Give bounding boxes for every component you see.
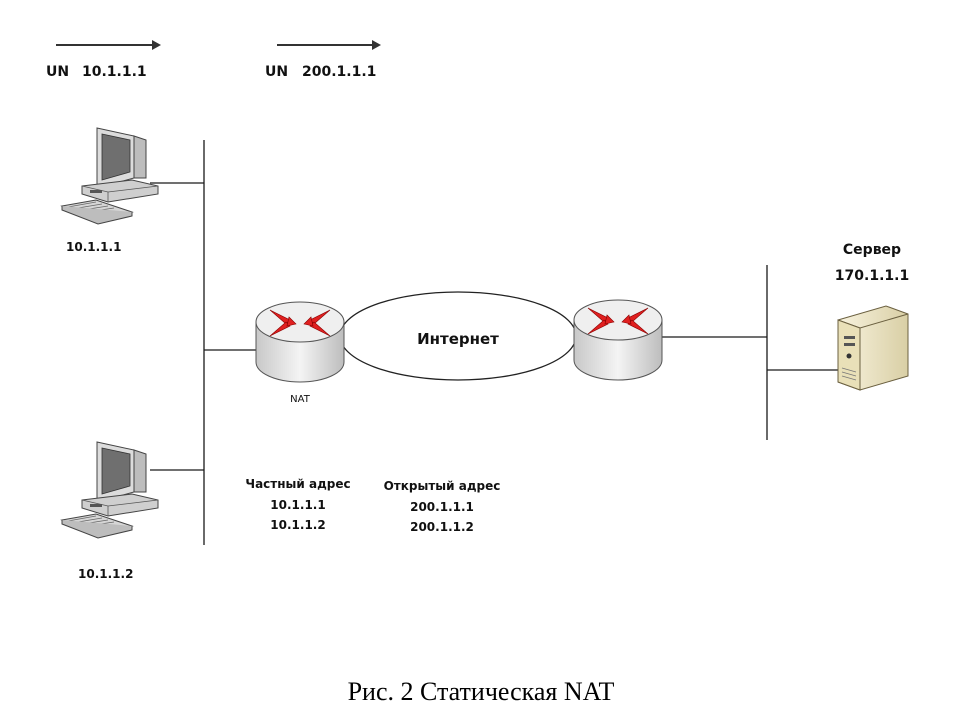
nat-router-icon xyxy=(255,301,345,383)
figure-caption: Рис. 2 Статическая NAT xyxy=(348,677,615,706)
computer-2-icon xyxy=(61,441,159,539)
private-address-header: Частный адрес xyxy=(245,477,350,491)
remote-router-icon xyxy=(573,299,663,381)
flow-arrow-2-address: 200.1.1.1 xyxy=(302,64,376,80)
computer-1-icon xyxy=(61,127,159,225)
server-icon xyxy=(837,305,909,391)
host-2-ip: 10.1.1.2 xyxy=(78,567,133,581)
nat-table: Частный адрес 10.1.1.1 10.1.1.2 Открытый… xyxy=(245,477,500,534)
flow-arrow-1-address: 10.1.1.1 xyxy=(82,64,147,80)
public-address-header: Открытый адрес xyxy=(384,479,501,493)
nat-router-label: NAT xyxy=(290,394,311,405)
public-address-row: 200.1.1.1 xyxy=(410,500,474,514)
private-address-row: 10.1.1.2 xyxy=(270,518,325,532)
private-address-row: 10.1.1.1 xyxy=(270,498,325,512)
flow-arrow-1-label: UN xyxy=(46,64,69,80)
flow-arrow-2-label: UN xyxy=(265,64,288,80)
server-title: Сервер xyxy=(843,242,901,258)
public-address-row: 200.1.1.2 xyxy=(410,520,474,534)
internet-label: Интернет xyxy=(417,330,499,348)
server-ip: 170.1.1.1 xyxy=(835,268,909,284)
host-1-ip: 10.1.1.1 xyxy=(66,240,121,254)
flow-arrow-1: UN 10.1.1.1 xyxy=(46,40,161,80)
flow-arrow-2: UN 200.1.1.1 xyxy=(265,40,381,80)
